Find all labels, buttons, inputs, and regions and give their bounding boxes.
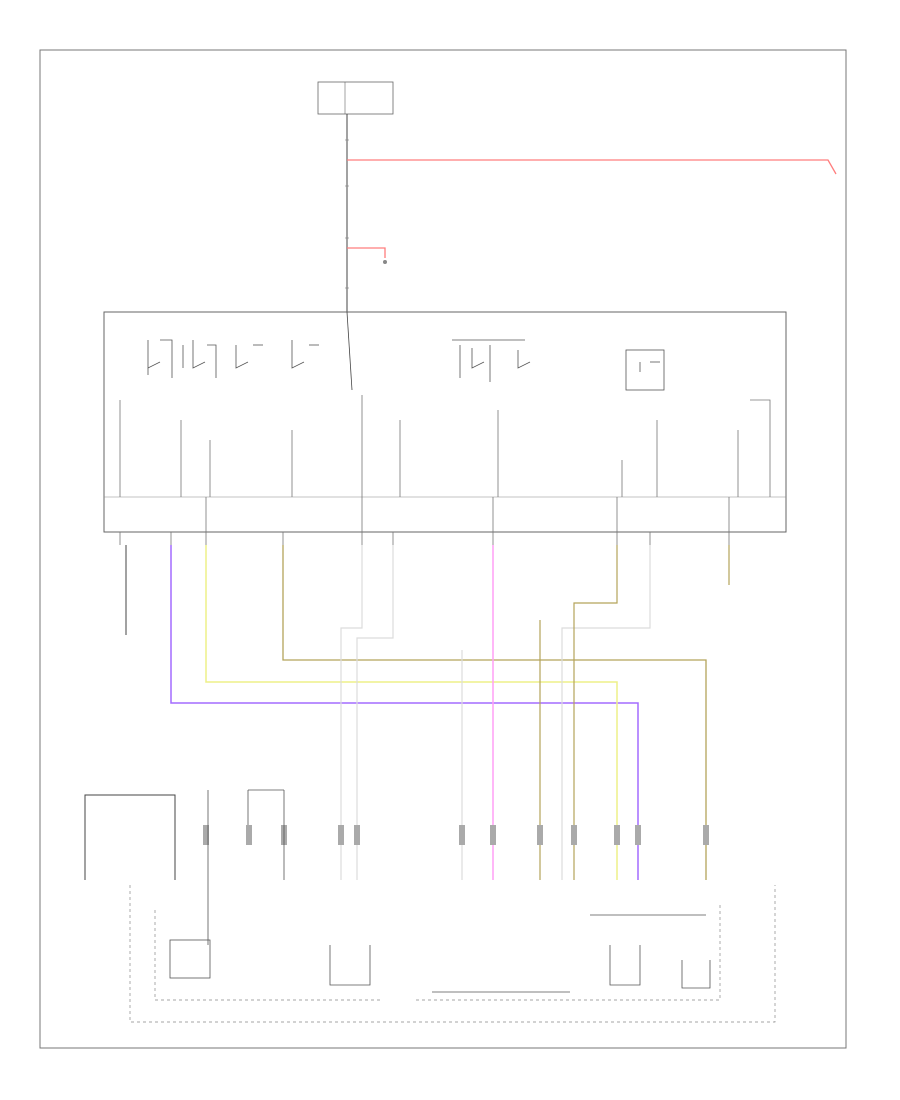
relay-box <box>625 349 665 391</box>
module-bottom-pins <box>119 497 730 545</box>
switch-group-middle <box>452 339 531 382</box>
fuse-box <box>317 81 394 115</box>
red-wire-hot <box>347 159 837 175</box>
control-module <box>103 311 787 533</box>
bottom-components <box>169 914 711 993</box>
switch-group-left <box>147 339 319 378</box>
bottom-dashed-housing <box>129 885 776 1023</box>
olive-wires <box>539 545 730 880</box>
brown-wire <box>282 545 707 880</box>
black-wire-ground <box>84 794 176 880</box>
lower-connectors <box>203 825 709 845</box>
module-pin-leads <box>119 395 771 497</box>
trunk-connectors <box>345 138 349 290</box>
splice-node <box>383 260 387 264</box>
left-components <box>207 789 285 945</box>
page-border <box>39 49 847 1049</box>
red-wire-splice <box>347 247 387 264</box>
violet-wire <box>170 545 639 880</box>
yellow-wire <box>205 545 618 880</box>
trunk-into-module <box>346 311 353 391</box>
